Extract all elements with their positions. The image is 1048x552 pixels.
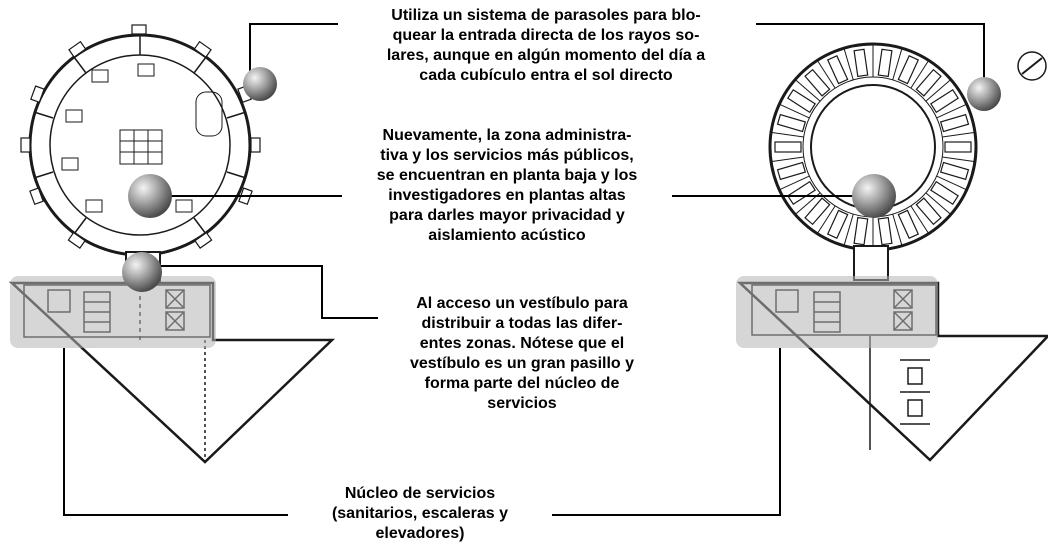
annotation-line: servicios xyxy=(487,395,557,412)
cubicle-partition xyxy=(779,103,810,119)
rotunda-outer-wall xyxy=(28,33,252,257)
leader-nucleo-right xyxy=(552,348,781,516)
marker-sphere-admin xyxy=(128,174,172,218)
upper-access-corridor xyxy=(853,245,889,281)
annotation-line: Utiliza un sistema de parasoles para blo… xyxy=(391,7,701,24)
cubicle-desk xyxy=(804,197,831,226)
service-core-highlight xyxy=(10,276,216,348)
cubicle-partition xyxy=(892,48,903,80)
cubicle-desk xyxy=(826,54,849,85)
annotation-line: quear la entrada directa de los rayos so… xyxy=(392,27,700,44)
annotation-line: Núcleo de servicios xyxy=(344,485,496,502)
cubicle-partition xyxy=(779,175,810,191)
annotation-line: cada cubículo entra el sol directo xyxy=(419,67,673,84)
cubicle-desk xyxy=(897,54,920,85)
annotation-line: elevadores) xyxy=(375,525,465,542)
cubicle-partition xyxy=(770,156,804,163)
annotation-line: forma parte del núcleo de xyxy=(424,375,620,392)
cubicle-partition xyxy=(910,60,930,89)
marker-sphere-parasoles xyxy=(243,67,277,101)
annotation-administrativa: Nuevamente, la zona administra- tiva y l… xyxy=(342,126,672,246)
annotation-line: aislamiento acústico xyxy=(428,227,586,244)
upper-floor-plan xyxy=(736,42,1048,462)
cubicle-desk xyxy=(939,113,970,133)
north-arrow-icon xyxy=(1017,51,1047,81)
leader-lines xyxy=(63,23,985,516)
annotation-parasoles: Utiliza un sistema de parasoles para blo… xyxy=(338,6,754,86)
cubicle-partition xyxy=(770,131,804,138)
cubicle-desk xyxy=(826,209,849,240)
annotation-line: (sanitarios, escaleras y xyxy=(331,505,509,522)
rotunda-partitions xyxy=(33,35,247,235)
cubicle-desk xyxy=(776,161,807,181)
cubicle-desk xyxy=(787,88,816,114)
upper-service-core-highlight xyxy=(736,276,938,348)
ground-floor-plan xyxy=(8,24,336,464)
leader-vestibulo xyxy=(150,265,378,319)
cubicle-partition xyxy=(816,60,836,89)
annotation-line: Nuevamente, la zona administra- xyxy=(382,127,632,144)
annotation-nucleo: Núcleo de servicios (sanitarios, escaler… xyxy=(290,484,550,544)
cubicle-desk xyxy=(897,209,920,240)
cubicle-partition xyxy=(794,79,821,102)
cubicle-partition xyxy=(925,192,952,215)
cubicle-partition xyxy=(892,214,903,246)
annotation-line: para darles mayor privacidad y xyxy=(389,207,625,224)
cubicle-desk xyxy=(774,141,802,153)
annotation-vestibulo: Al acceso un vestíbulo para distribuir a… xyxy=(380,294,664,414)
cubicle-partition xyxy=(942,131,976,138)
leader-parasoles-left xyxy=(249,23,338,74)
cubicle-desk xyxy=(877,216,893,246)
cubicle-desk xyxy=(915,68,942,97)
annotation-line: entes zonas. Nótese que el xyxy=(419,335,625,352)
cubicle-desk xyxy=(915,197,942,226)
cubicle-desk xyxy=(939,161,970,181)
annotation-line: investigadores en plantas altas xyxy=(388,187,626,204)
cubicle-partition xyxy=(843,48,854,80)
leader-nucleo-left xyxy=(63,348,288,516)
sunshade-fins xyxy=(20,24,261,249)
investigator-cubicles xyxy=(770,44,976,250)
office-furniture xyxy=(61,63,223,213)
annotation-line: tiva y los servicios más públicos, xyxy=(380,147,634,164)
cubicle-desk xyxy=(787,180,816,206)
cubicle-partition xyxy=(936,103,967,119)
cubicle-partition xyxy=(910,205,930,234)
marker-sphere-vestibulo xyxy=(122,252,162,292)
cubicle-partition xyxy=(816,205,836,234)
cubicle-desk xyxy=(804,68,831,97)
marker-sphere-admin-right xyxy=(852,174,896,218)
annotation-line: Al acceso un vestíbulo para xyxy=(416,295,628,312)
cubicle-desk xyxy=(877,48,893,78)
cubicle-desk xyxy=(930,88,959,114)
annotation-line: vestíbulo es un gran pasillo y xyxy=(409,355,635,372)
cubicle-partition xyxy=(936,175,967,191)
annotation-line: se encuentran en planta baja y los xyxy=(376,167,638,184)
marker-sphere-parasoles-right xyxy=(967,77,1001,111)
cubicle-partition xyxy=(925,79,952,102)
cubicle-desk xyxy=(853,216,869,246)
annotation-line: lares, aunque en algún momento del día a xyxy=(386,47,706,64)
cubicle-desk xyxy=(776,113,807,133)
cubicle-partition xyxy=(843,214,854,246)
cubicle-desk xyxy=(930,180,959,206)
cubicle-desk xyxy=(853,48,869,78)
cubicle-desk xyxy=(944,141,972,153)
leader-parasoles-right xyxy=(756,23,985,86)
cubicle-partition xyxy=(942,156,976,163)
annotation-line: distribuir a todas las difer- xyxy=(421,315,623,332)
marker-spheres xyxy=(122,67,1001,292)
